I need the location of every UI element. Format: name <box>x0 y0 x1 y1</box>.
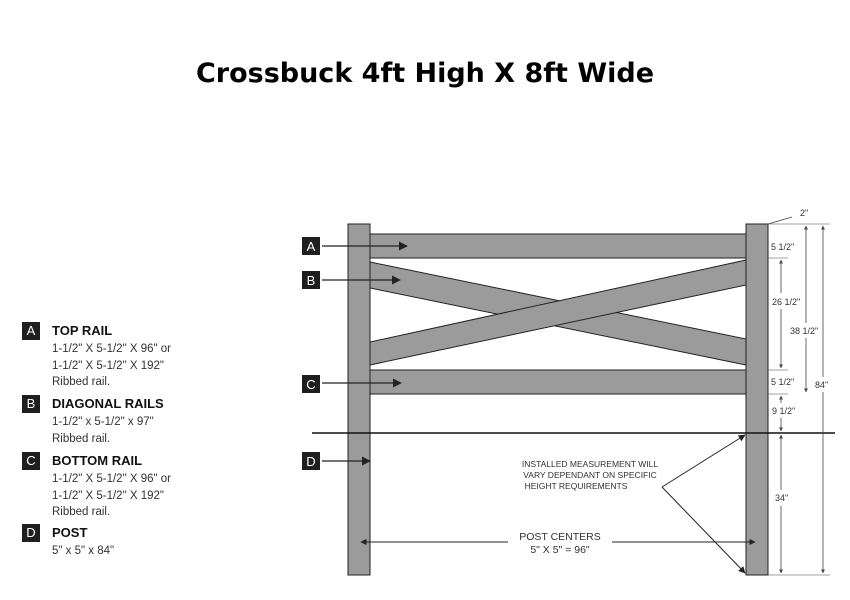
dim-post-total: 84" <box>815 225 828 574</box>
legend-desc-line: 1-1/2" X 5-1/2" X 192" <box>52 359 164 372</box>
dim-post-offset: 2" <box>767 208 808 225</box>
legend-desc: 1-1/2" X 5-1/2" X 96" or 1-1/2" X 5-1/2"… <box>52 341 171 391</box>
legend-title: DIAGONAL RAILS <box>52 396 164 411</box>
note-line: HEIGHT REQUIREMENTS <box>525 481 628 491</box>
legend-badge-b: B <box>22 395 40 413</box>
top-rail <box>369 233 747 259</box>
legend-desc-line: Ribbed rail. <box>52 506 111 518</box>
note-arrow <box>661 434 746 488</box>
callout-badge <box>302 237 320 255</box>
legend-badge-c: C <box>22 452 40 470</box>
dim-bottom-rail: 5 1/2" <box>771 377 794 387</box>
page-title: Crossbuck 4ft High X 8ft Wide <box>195 58 655 89</box>
dim-line <box>767 216 793 225</box>
legend-desc-line: 5" x 5" x 84" <box>52 545 115 557</box>
callout-a: A <box>302 237 408 255</box>
note-arrow <box>661 486 746 574</box>
dim-label: 84" <box>815 380 828 390</box>
left-post <box>347 223 371 576</box>
legend-desc-line: 1-1/2" x 5-1/2" x 97" <box>52 416 154 428</box>
dim-label: 34" <box>775 493 788 503</box>
dim-below-ground: 34" <box>775 434 788 574</box>
callout-letter: B <box>307 273 316 288</box>
legend-desc-line: Ribbed rail. <box>52 432 111 445</box>
bottom-rail <box>369 369 747 395</box>
dim-rail-span: 38 1/2" <box>790 225 818 393</box>
dim-label: 26 1/2" <box>772 297 800 307</box>
legend-desc-line: Ribbed rail. <box>52 376 111 388</box>
legend-desc-line: 1-1/2" X 5-1/2" X 96" or <box>52 343 172 355</box>
dim-rail-to-ground: 9 1/2" <box>772 395 795 432</box>
diagonal-rail-2 <box>369 259 747 366</box>
dim-extension-lines <box>768 223 830 576</box>
dim-diagonal-span: 26 1/2" <box>772 259 800 369</box>
callout-c: C <box>302 375 402 393</box>
note-line: INSTALLED MEASUREMENT WILL <box>522 459 658 469</box>
dim-label: 2" <box>800 208 808 218</box>
legend-badge-d: D <box>22 524 40 542</box>
dim-label: 5 1/2" <box>771 242 794 252</box>
callout-badge <box>302 375 320 393</box>
callout-badge <box>302 452 320 470</box>
note-line: VARY DEPENDANT ON SPECIFIC <box>523 470 657 480</box>
callout-b: B <box>302 271 401 289</box>
dim-top-rail: 5 1/2" <box>771 242 794 252</box>
callout-letter: A <box>307 239 316 254</box>
legend-desc: 1-1/2" x 5-1/2" x 97" Ribbed rail. <box>52 414 154 447</box>
legend-title: TOP RAIL <box>52 323 113 338</box>
callout-badge <box>302 271 320 289</box>
callout-d: D <box>302 452 371 470</box>
callout-letter: D <box>306 454 315 469</box>
right-post <box>745 223 769 576</box>
legend-badge-a: A <box>22 322 40 340</box>
legend-desc-line: 1-1/2" X 5-1/2" X 192" <box>52 489 164 502</box>
post-centers-label: POST CENTERS <box>519 531 601 543</box>
post-centers-value: 5" X 5" = 96" <box>530 544 590 556</box>
legend-desc-line: 1-1/2" X 5-1/2" X 96" or <box>52 473 172 485</box>
dim-label: 38 1/2" <box>790 326 818 336</box>
post-centers-dimension: POST CENTERS 5" X 5" = 96" <box>360 531 756 556</box>
dim-label: 9 1/2" <box>772 406 795 416</box>
legend-title: POST <box>52 525 88 540</box>
install-note: INSTALLED MEASUREMENT WILL VARY DEPENDAN… <box>522 434 746 574</box>
legend-desc: 5" x 5" x 84" <box>52 543 114 560</box>
legend-title: BOTTOM RAIL <box>52 453 143 468</box>
callout-letter: C <box>306 377 315 392</box>
dim-label: 5 1/2" <box>771 377 794 387</box>
legend-desc: 1-1/2" X 5-1/2" X 96" or 1-1/2" X 5-1/2"… <box>52 471 171 521</box>
